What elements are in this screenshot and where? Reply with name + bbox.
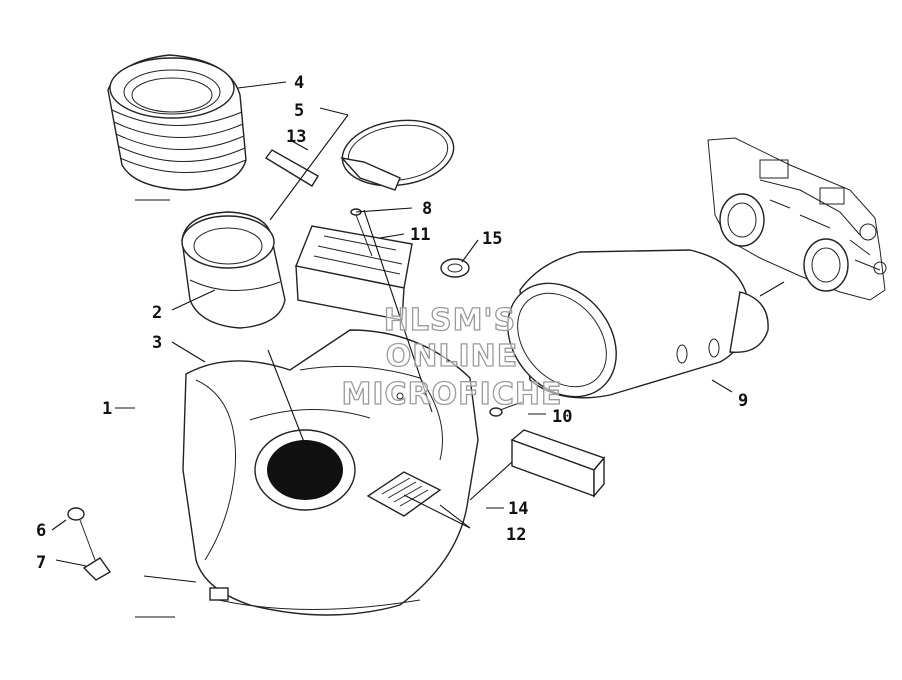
- callout-11: 11: [410, 225, 430, 245]
- foam-block: [510, 429, 606, 498]
- callout-10: 10: [552, 407, 572, 427]
- callout-6: 6: [36, 521, 46, 541]
- screw: [350, 208, 373, 257]
- callout-3: 3: [152, 333, 162, 353]
- airbox: [182, 329, 479, 616]
- callout-15: 15: [482, 229, 502, 249]
- watermark-line-1: HLSM'S: [384, 303, 516, 338]
- callout-13: 13: [286, 127, 306, 147]
- decal: [366, 471, 442, 517]
- bellows: [107, 54, 247, 191]
- callout-14: 14: [508, 499, 528, 519]
- clamp: [340, 119, 455, 191]
- leader-lines: [51, 81, 785, 618]
- boot: [181, 211, 286, 329]
- callout-1: 1: [102, 399, 112, 419]
- callout-4: 4: [294, 73, 304, 93]
- carburetor-assembly: [707, 137, 887, 301]
- bracket: [79, 519, 112, 581]
- callout-labels: 1 2 3 4 5 6 7 8 9 10 11 12 13 14 15: [36, 73, 748, 573]
- air-duct: [507, 249, 769, 399]
- fastener: [489, 401, 523, 417]
- callout-9: 9: [738, 391, 748, 411]
- callout-8: 8: [422, 199, 432, 219]
- callout-12: 12: [506, 525, 526, 545]
- plug: [67, 507, 85, 521]
- filter: [295, 225, 413, 321]
- watermark-line-3: MICROFICHE: [342, 377, 563, 412]
- callout-7: 7: [36, 553, 46, 573]
- clip: [440, 258, 470, 278]
- callout-2: 2: [152, 303, 162, 323]
- watermark-line-2: ONLINE: [386, 339, 519, 374]
- strip: [264, 149, 319, 187]
- watermark: HLSM'S ONLINE MICROFICHE: [341, 302, 563, 412]
- callout-5: 5: [294, 101, 304, 121]
